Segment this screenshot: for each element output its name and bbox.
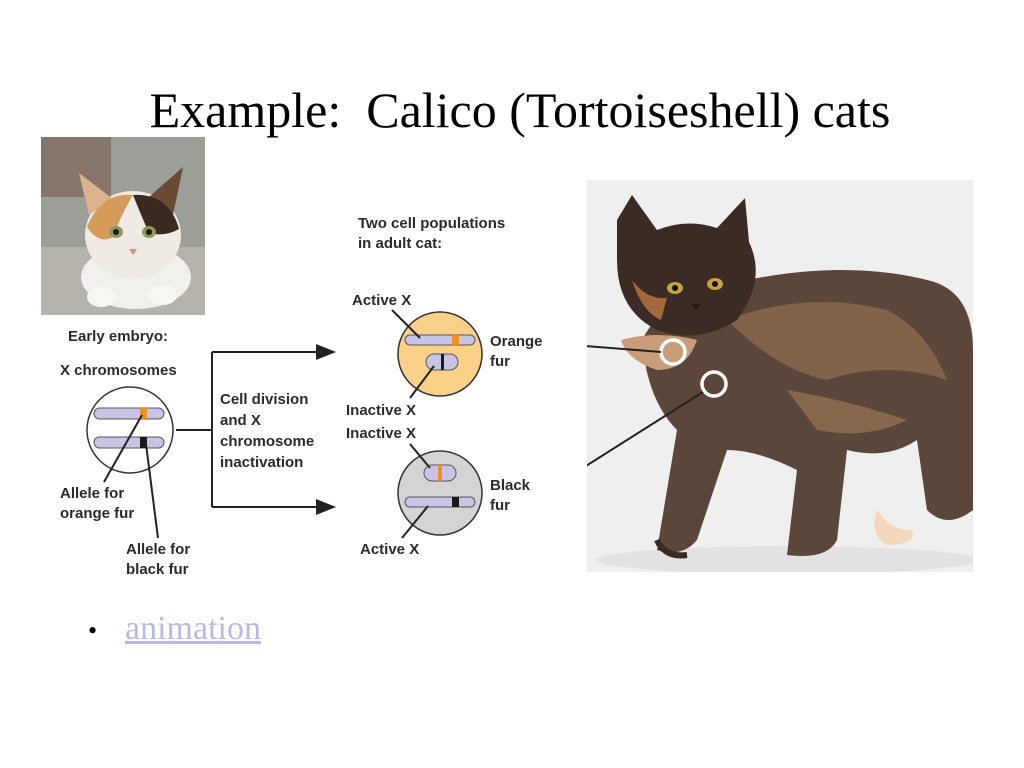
active-x-bottom-label: Active X bbox=[360, 541, 419, 558]
allele-orange-label: Allele for orange fur bbox=[60, 485, 134, 522]
cell-division-label: Cell division and X chromosome inactivat… bbox=[220, 391, 318, 471]
black-fur-marker bbox=[700, 370, 728, 398]
allele-black-label: Allele for black fur bbox=[126, 541, 194, 578]
active-x-top-pointer bbox=[391, 309, 421, 339]
x-chromosomes-label: X chromosomes bbox=[60, 362, 177, 379]
black-cell-inactive-x-chromosome bbox=[423, 464, 457, 482]
black-fur-label: Black fur bbox=[490, 477, 534, 514]
tortoiseshell-cat-photo bbox=[587, 180, 973, 572]
active-x-bottom-pointer bbox=[401, 505, 429, 539]
slide-title: Example: Calico (Tortoiseshell) cats bbox=[149, 82, 891, 138]
allele-black-pointer bbox=[145, 443, 159, 539]
orange-fur-connector bbox=[587, 345, 662, 353]
calico-kitten-photo bbox=[41, 137, 205, 315]
bullet-dot: • bbox=[88, 616, 98, 645]
inactive-x-top-label: Inactive X bbox=[346, 402, 416, 419]
early-embryo-label: Early embryo: bbox=[68, 328, 168, 345]
allele-orange-pointer bbox=[103, 414, 143, 483]
active-x-top-label: Active X bbox=[352, 292, 411, 309]
black-fur-cell bbox=[397, 450, 483, 536]
orange-fur-label: Orange fur bbox=[490, 333, 547, 370]
animation-link[interactable]: animation bbox=[125, 610, 261, 647]
orange-cell-active-x-chromosome bbox=[404, 334, 476, 346]
inactive-x-top-pointer bbox=[409, 365, 435, 399]
black-cell-active-x-chromosome bbox=[404, 496, 476, 508]
inactive-x-bottom-label: Inactive X bbox=[346, 425, 416, 442]
black-fur-connector bbox=[587, 391, 704, 467]
two-cell-populations-label: Two cell populations in adult cat: bbox=[358, 215, 509, 252]
orange-cell-inactive-x-chromosome bbox=[425, 353, 459, 371]
inactive-x-bottom-pointer bbox=[409, 443, 431, 469]
embryo-chromosome-orange bbox=[93, 407, 165, 420]
embryo-cell bbox=[86, 386, 174, 474]
